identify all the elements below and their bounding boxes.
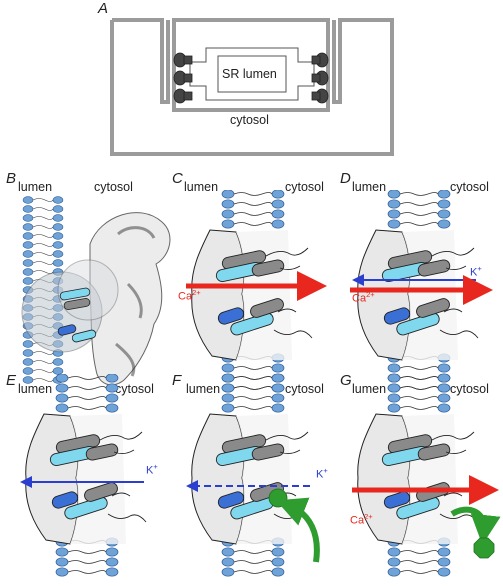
- potassium-label-d: K+: [470, 264, 482, 279]
- lumen-label-c: lumen: [184, 180, 219, 194]
- lumen-label-d: lumen: [352, 180, 387, 194]
- panel-letter-g: G: [340, 372, 352, 389]
- blocker-arrow-f: [276, 497, 320, 563]
- channel-panel-d: [350, 190, 493, 400]
- channel-structure-b: [21, 196, 171, 386]
- calcium-label-c: Ca2+: [178, 288, 201, 303]
- blocker-bound-f: [268, 488, 288, 508]
- panel-letter-d: D: [340, 170, 351, 187]
- channel-panel-e: [20, 374, 164, 584]
- lumen-label-g: lumen: [352, 382, 387, 396]
- lumen-label-f: lumen: [186, 382, 221, 396]
- cytosol-label-g: cytosol: [450, 382, 489, 396]
- panel-letter-f: F: [172, 372, 182, 389]
- panel-letter-c: C: [172, 170, 183, 187]
- cytosol-label-e: cytosol: [115, 382, 154, 396]
- panel-letter-a: A: [98, 0, 109, 17]
- sr-schematic: [110, 18, 394, 156]
- channel-panel-f: [186, 374, 320, 584]
- cytosol-label-f: cytosol: [285, 382, 324, 396]
- cytosol-label-a: cytosol: [230, 113, 269, 127]
- panel-letter-e: E: [6, 372, 17, 389]
- lumen-label-b: lumen: [18, 180, 53, 194]
- calcium-label-d: Ca2+: [352, 290, 375, 305]
- channel-panel-c: [186, 190, 327, 400]
- channel-panel-g: [352, 374, 501, 584]
- potassium-label-e: K+: [146, 462, 158, 477]
- cytosol-label-c: cytosol: [285, 180, 324, 194]
- sr-lumen-label: SR lumen: [222, 67, 277, 81]
- calcium-label-g: Ca2+: [350, 512, 373, 527]
- blocker-arrow-g: [450, 506, 501, 545]
- panel-letter-b: B: [6, 170, 17, 187]
- blocker-released-g: [473, 537, 495, 559]
- potassium-label-f: K+: [316, 466, 328, 481]
- cytosol-label-b: cytosol: [94, 180, 133, 194]
- cytosol-label-d: cytosol: [450, 180, 489, 194]
- lumen-label-e: lumen: [18, 382, 53, 396]
